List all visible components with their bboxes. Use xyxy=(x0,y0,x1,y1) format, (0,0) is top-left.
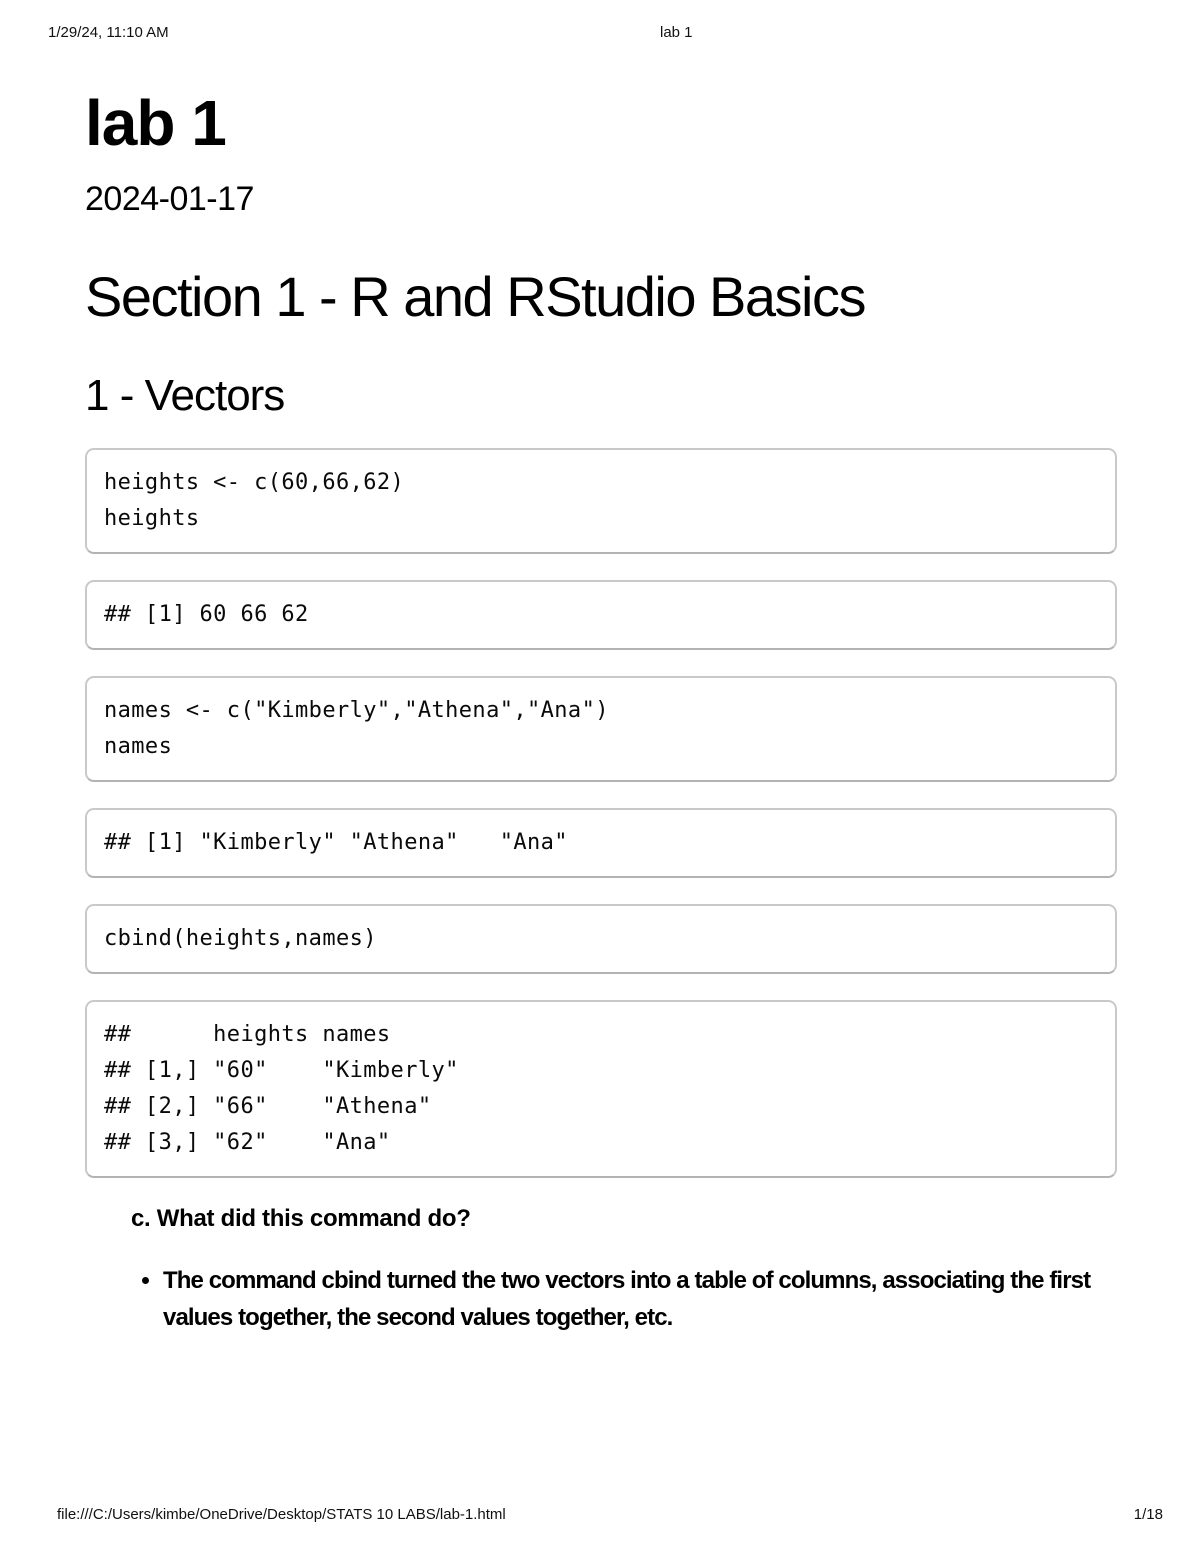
question-text: c. What did this command do? xyxy=(131,1205,471,1232)
print-header: 1/29/24, 11:10 AM lab 1 xyxy=(48,24,1160,42)
code-and-output-blocks: heights <- c(60,66,62) heights ## [1] 60… xyxy=(85,448,1117,1178)
header-datetime: 1/29/24, 11:10 AM xyxy=(48,24,169,41)
document-page: lab 1 2024-01-17 Section 1 - R and RStud… xyxy=(85,0,1117,1336)
section-heading: Section 1 - R and RStudio Basics xyxy=(85,265,866,328)
output-block: ## [1] 60 66 62 xyxy=(85,580,1117,650)
code-block: cbind(heights,names) xyxy=(85,904,1117,974)
answer-list: The command cbind turned the two vectors… xyxy=(85,1262,1165,1336)
output-block: ## heights names ## [1,] "60" "Kimberly"… xyxy=(85,1000,1117,1178)
footer-file-path: file:///C:/Users/kimbe/OneDrive/Desktop/… xyxy=(57,1506,506,1523)
document-title: lab 1 xyxy=(85,87,227,159)
header-document-title: lab 1 xyxy=(660,24,693,41)
footer-page-number: 1/18 xyxy=(1133,1506,1163,1523)
document-date: 2024-01-17 xyxy=(85,180,254,218)
print-footer: file:///C:/Users/kimbe/OneDrive/Desktop/… xyxy=(57,1506,1163,1524)
code-block: heights <- c(60,66,62) heights xyxy=(85,448,1117,554)
subsection-heading: 1 - Vectors xyxy=(85,371,285,420)
code-block: names <- c("Kimberly","Athena","Ana") na… xyxy=(85,676,1117,782)
answer-list-item: The command cbind turned the two vectors… xyxy=(163,1262,1153,1336)
output-block: ## [1] "Kimberly" "Athena" "Ana" xyxy=(85,808,1117,878)
